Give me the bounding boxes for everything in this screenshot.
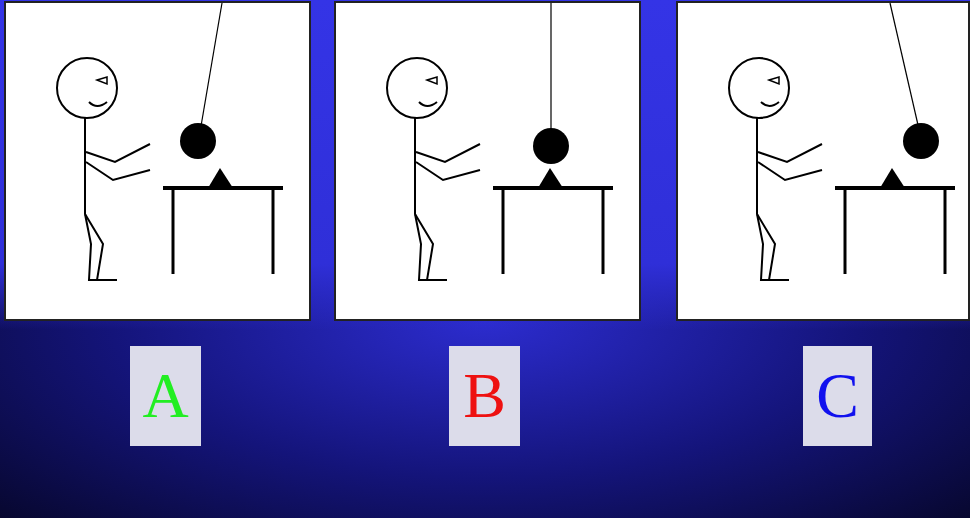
letter-label-box: C: [803, 346, 872, 446]
experiment-scene: [57, 58, 283, 280]
pendulum-ball: [180, 123, 216, 159]
experiment-scene: [387, 58, 613, 280]
pendulum-string: [200, 3, 222, 132]
pendulum-string: [890, 3, 918, 125]
panel-frame: [335, 2, 640, 320]
experiment-scene: [729, 58, 955, 280]
panel-frame: [677, 2, 969, 320]
pendulum-ball: [903, 123, 939, 159]
panel-a: [5, 2, 310, 320]
panel-frame: [5, 2, 310, 320]
pendulum-string: [550, 3, 551, 130]
letter-label-box: A: [130, 346, 201, 446]
option-letter: B: [463, 364, 506, 428]
letter-label-box: B: [449, 346, 520, 446]
panel-b: [335, 2, 640, 320]
pendulum-ball: [533, 128, 569, 164]
panel-c: [677, 2, 969, 320]
option-letter: C: [816, 364, 859, 428]
option-letter: A: [142, 364, 188, 428]
